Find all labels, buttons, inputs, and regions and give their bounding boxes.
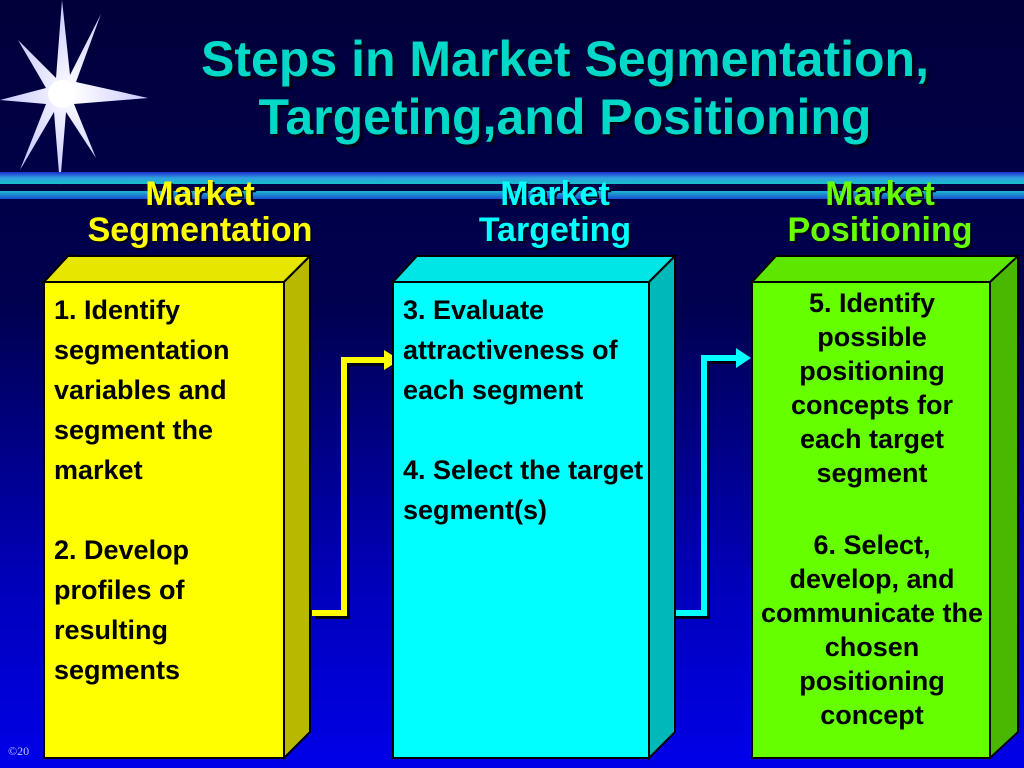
header-line-1: Market (145, 175, 255, 213)
box-3d-shape (41, 253, 313, 761)
step-1: 1. Identify segmentation variables and s… (54, 295, 230, 485)
box-3d-shape (390, 253, 678, 761)
box-market-targeting: 3. Evaluate attractiveness of each segme… (390, 253, 678, 761)
star-decoration-icon (0, 0, 148, 185)
step-6: 6. Select, develop, and communicate the … (760, 530, 984, 730)
box-3d-shape (749, 253, 1021, 761)
header-divider-bar (0, 172, 1024, 184)
step-3: 3. Evaluate attractiveness of each segme… (403, 295, 618, 405)
title-line-1: Steps in Market Segmentation, (201, 31, 929, 87)
header-market-targeting: Market Targeting (400, 176, 710, 248)
step-2: 2. Develop profiles of resulting segment… (54, 535, 190, 685)
header-divider-gap (0, 186, 1024, 190)
step-5: 5. Identify possible positioning concept… (790, 288, 954, 488)
slide-title: Steps in Market Segmentation, Targeting,… (120, 30, 1010, 146)
header-line-2: Targeting (478, 211, 632, 249)
title-line-2: Targeting,and Positioning (258, 89, 872, 145)
header-market-positioning: Market Positioning (730, 176, 1024, 248)
step-4: 4. Select the target segment(s) (403, 455, 644, 525)
header-divider-bar-lower (0, 191, 1024, 199)
header-line-2: Positioning (787, 211, 973, 249)
arrow-targeting-to-positioning (672, 348, 751, 619)
header-line-1: Market (500, 175, 610, 213)
header-line-2: Segmentation (87, 211, 313, 249)
header-line-1: Market (825, 175, 935, 213)
box-market-positioning: 5. Identify possible positioning concept… (749, 253, 1021, 761)
box-market-segmentation: 1. Identify segmentation variables and s… (41, 253, 313, 761)
box-text: 5. Identify possible positioning concept… (758, 286, 986, 732)
header-market-segmentation: Market Segmentation (40, 176, 360, 248)
arrow-segmentation-to-targeting (312, 350, 400, 619)
box-text: 1. Identify segmentation variables and s… (54, 290, 282, 690)
copyright-text: ©20 (8, 744, 30, 758)
box-text: 3. Evaluate attractiveness of each segme… (403, 290, 647, 530)
